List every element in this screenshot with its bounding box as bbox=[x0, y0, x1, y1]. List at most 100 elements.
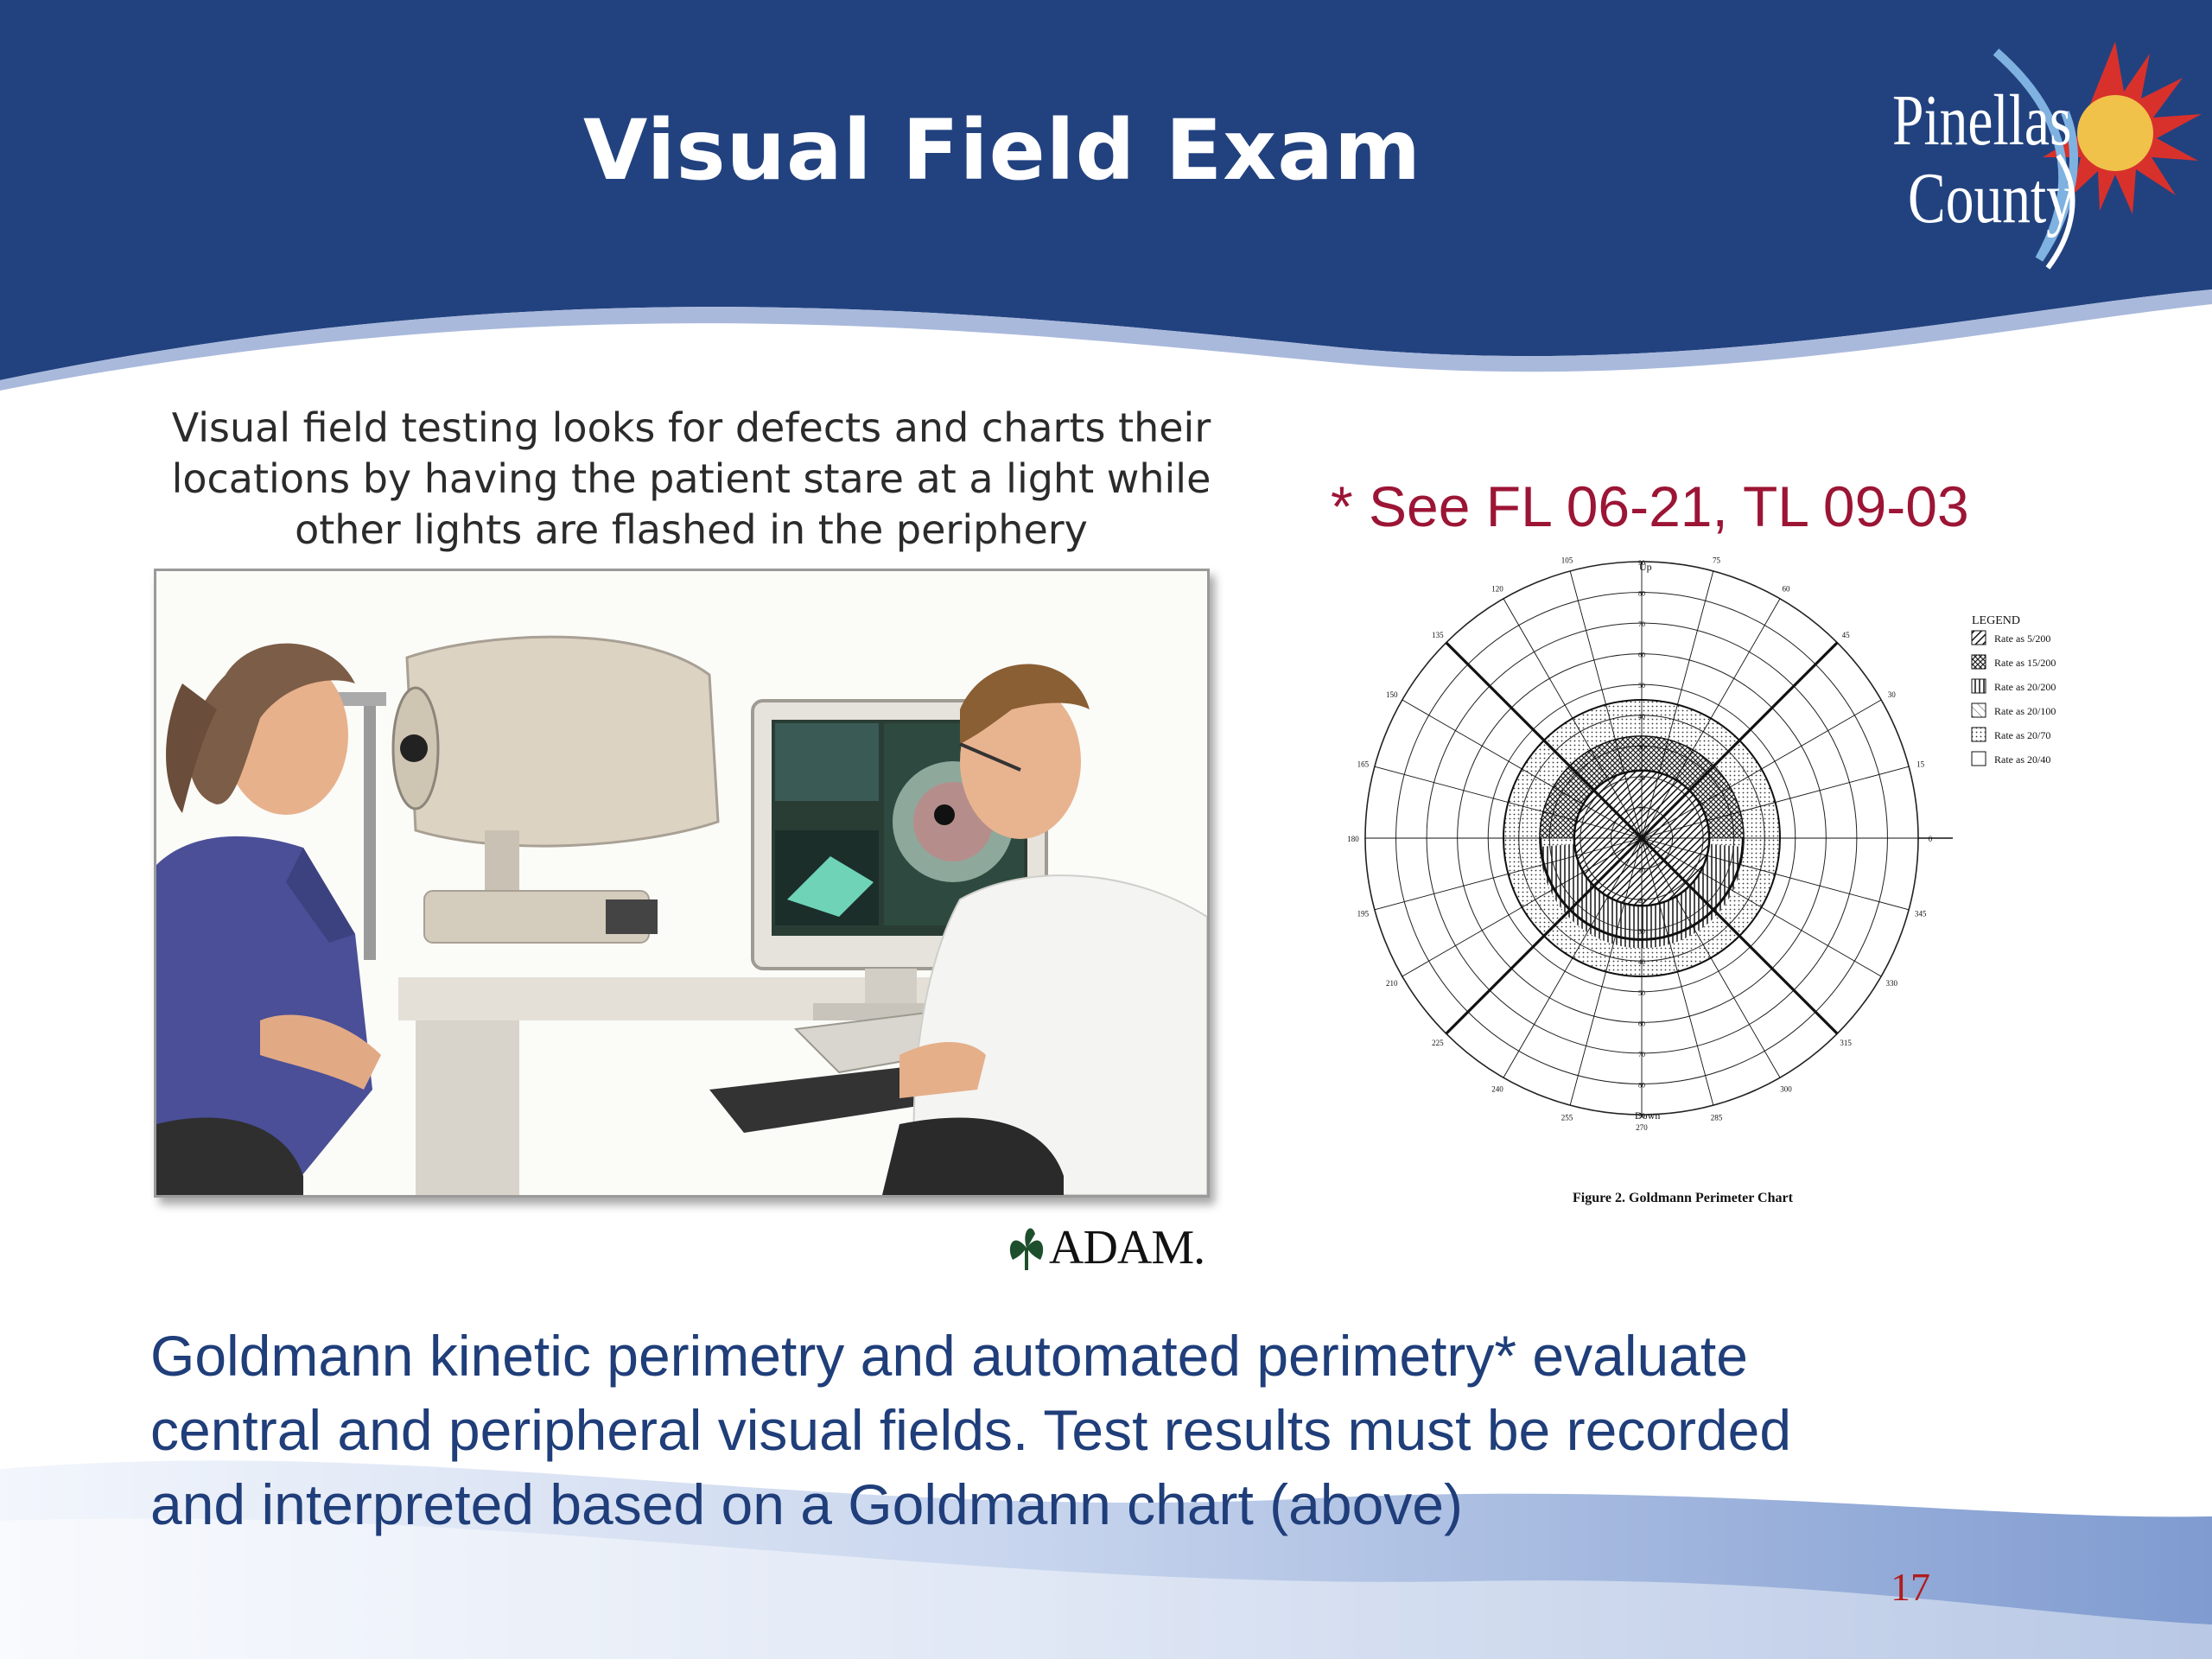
grid-meridian bbox=[1641, 699, 1882, 839]
angle-label: 255 bbox=[1561, 1114, 1573, 1122]
chart-up-label: Up bbox=[1639, 561, 1652, 573]
grid-meridian bbox=[1641, 837, 1781, 1078]
angle-label: 315 bbox=[1840, 1039, 1852, 1047]
radial-label: 50 bbox=[1638, 989, 1645, 997]
radial-label: 60 bbox=[1638, 652, 1645, 659]
angle-label: 240 bbox=[1491, 1084, 1503, 1093]
legend-label: Rate as 15/200 bbox=[1994, 657, 2056, 669]
angle-label: 150 bbox=[1386, 690, 1398, 699]
grid-meridian bbox=[1641, 837, 1910, 911]
angle-label: 15 bbox=[1916, 760, 1925, 769]
zone-upper-band bbox=[1540, 736, 1744, 838]
grid-meridian bbox=[1445, 641, 1643, 840]
legend-label: Rate as 20/100 bbox=[1994, 705, 2056, 717]
figure-caption: Visual field testing looks for defects a… bbox=[171, 404, 1211, 553]
angle-label: 285 bbox=[1711, 1114, 1723, 1122]
grid-meridian bbox=[1374, 766, 1643, 839]
angle-label: 75 bbox=[1713, 556, 1721, 564]
legend-swatch bbox=[1971, 751, 1986, 766]
angle-label: 210 bbox=[1386, 979, 1398, 988]
angle-label: 45 bbox=[1842, 631, 1851, 639]
radial-label: 10 bbox=[1638, 804, 1645, 812]
angle-label: 90 bbox=[1638, 553, 1647, 555]
legend-swatch bbox=[1971, 702, 1986, 718]
legend-swatch bbox=[1971, 678, 1986, 694]
goldmann-chart: 0 15 30 45 60 75 90 105 120 135 150 165 180 195 210 225… bbox=[1296, 546, 2108, 1218]
chart-figure-caption: Figure 2. Goldmann Perimeter Chart bbox=[1573, 1191, 1793, 1205]
legend-label: Rate as 20/40 bbox=[1994, 753, 2050, 766]
angle-label: 165 bbox=[1357, 760, 1370, 769]
grid-meridian bbox=[1641, 766, 1910, 839]
angle-label: 120 bbox=[1491, 585, 1503, 594]
grid-meridian bbox=[1640, 641, 1839, 840]
pinellas-county-logo: Pinellas County bbox=[1866, 17, 2212, 276]
perimetry-illustration bbox=[154, 569, 1210, 1198]
slide-title: Visual Field Exam bbox=[582, 102, 1422, 199]
angle-label: 30 bbox=[1888, 690, 1897, 699]
angle-label: 0 bbox=[1929, 835, 1933, 843]
grid-meridian bbox=[1641, 570, 1714, 839]
angle-label: 180 bbox=[1347, 835, 1359, 843]
radial-label: 80 bbox=[1638, 590, 1645, 598]
legend-swatch bbox=[1971, 654, 1986, 670]
logo-line2: County bbox=[1908, 158, 2075, 238]
body-text: Goldmann kinetic perimetry and automated… bbox=[150, 1324, 1792, 1536]
grid-meridian bbox=[1641, 837, 1714, 1106]
sunburst-icon bbox=[1993, 41, 2202, 270]
legend-swatch bbox=[1971, 630, 1986, 645]
radial-label: 10 bbox=[1638, 867, 1645, 874]
radial-label: 30 bbox=[1638, 928, 1645, 936]
angle-label: 105 bbox=[1561, 556, 1573, 564]
radial-label: 30 bbox=[1638, 743, 1645, 751]
radial-label: 40 bbox=[1638, 958, 1645, 966]
legend-label: Rate as 5/200 bbox=[1994, 632, 2050, 645]
grid-meridian bbox=[1402, 699, 1643, 839]
angle-label: 195 bbox=[1357, 909, 1370, 918]
grid-meridian bbox=[1640, 836, 1839, 1035]
radial-label: 90 bbox=[1638, 559, 1645, 567]
page-number: 17 bbox=[1891, 1565, 1930, 1609]
chart-down-label: Down bbox=[1635, 1109, 1660, 1122]
perimeter-labels: 0 15 30 45 60 75 90 105 120 135 150 165 180 195 210 225… bbox=[1347, 546, 1933, 1132]
radial-label: 70 bbox=[1638, 1051, 1645, 1058]
legend-label: Rate as 20/70 bbox=[1994, 729, 2050, 741]
angle-label: 135 bbox=[1432, 631, 1444, 639]
grid-meridian bbox=[1569, 837, 1643, 1106]
radial-label: 50 bbox=[1638, 682, 1645, 690]
radial-label: 20 bbox=[1638, 897, 1645, 905]
grid-meridian bbox=[1641, 837, 1882, 977]
radial-label: 80 bbox=[1638, 1081, 1645, 1089]
adam-credit: ADAM. bbox=[1004, 1217, 1229, 1274]
adam-credit-text: ADAM. bbox=[1049, 1221, 1205, 1274]
radial-label: 60 bbox=[1638, 1020, 1645, 1027]
grid-meridian bbox=[1641, 598, 1781, 839]
reference-note: * See FL 06-21, TL 09-03 bbox=[1331, 474, 1969, 538]
legend-swatch bbox=[1971, 727, 1986, 742]
legend-label: Rate as 20/200 bbox=[1994, 681, 2056, 693]
grid-meridian bbox=[1503, 598, 1643, 839]
angle-label: 345 bbox=[1915, 909, 1927, 918]
radial-label: 40 bbox=[1638, 713, 1645, 721]
perimeter-grid bbox=[1364, 561, 1953, 1116]
adam-leaf-icon bbox=[1009, 1228, 1044, 1270]
grid-meridian bbox=[1374, 837, 1643, 911]
angle-label: 330 bbox=[1886, 979, 1898, 988]
angle-label: 60 bbox=[1783, 585, 1791, 594]
grid-meridian bbox=[1445, 836, 1643, 1035]
angle-label: 270 bbox=[1636, 1123, 1648, 1132]
angle-label: 225 bbox=[1432, 1039, 1444, 1047]
grid-meridian bbox=[1503, 837, 1643, 1078]
grid-meridian bbox=[1569, 570, 1643, 839]
logo-line1: Pinellas bbox=[1892, 80, 2072, 161]
radial-label: 70 bbox=[1638, 620, 1645, 628]
goldmann-chart-svg: 0 15 30 45 60 75 90 105 120 135 150 165 180 195 210 225… bbox=[1347, 546, 2056, 1132]
radial-label: 90 bbox=[1638, 1112, 1645, 1120]
angle-label: 300 bbox=[1780, 1084, 1792, 1093]
radial-label: 20 bbox=[1638, 774, 1645, 782]
grid-meridian bbox=[1402, 837, 1643, 977]
legend-title: LEGEND bbox=[1972, 614, 2020, 627]
perimetry-scene-image bbox=[156, 571, 1207, 1195]
